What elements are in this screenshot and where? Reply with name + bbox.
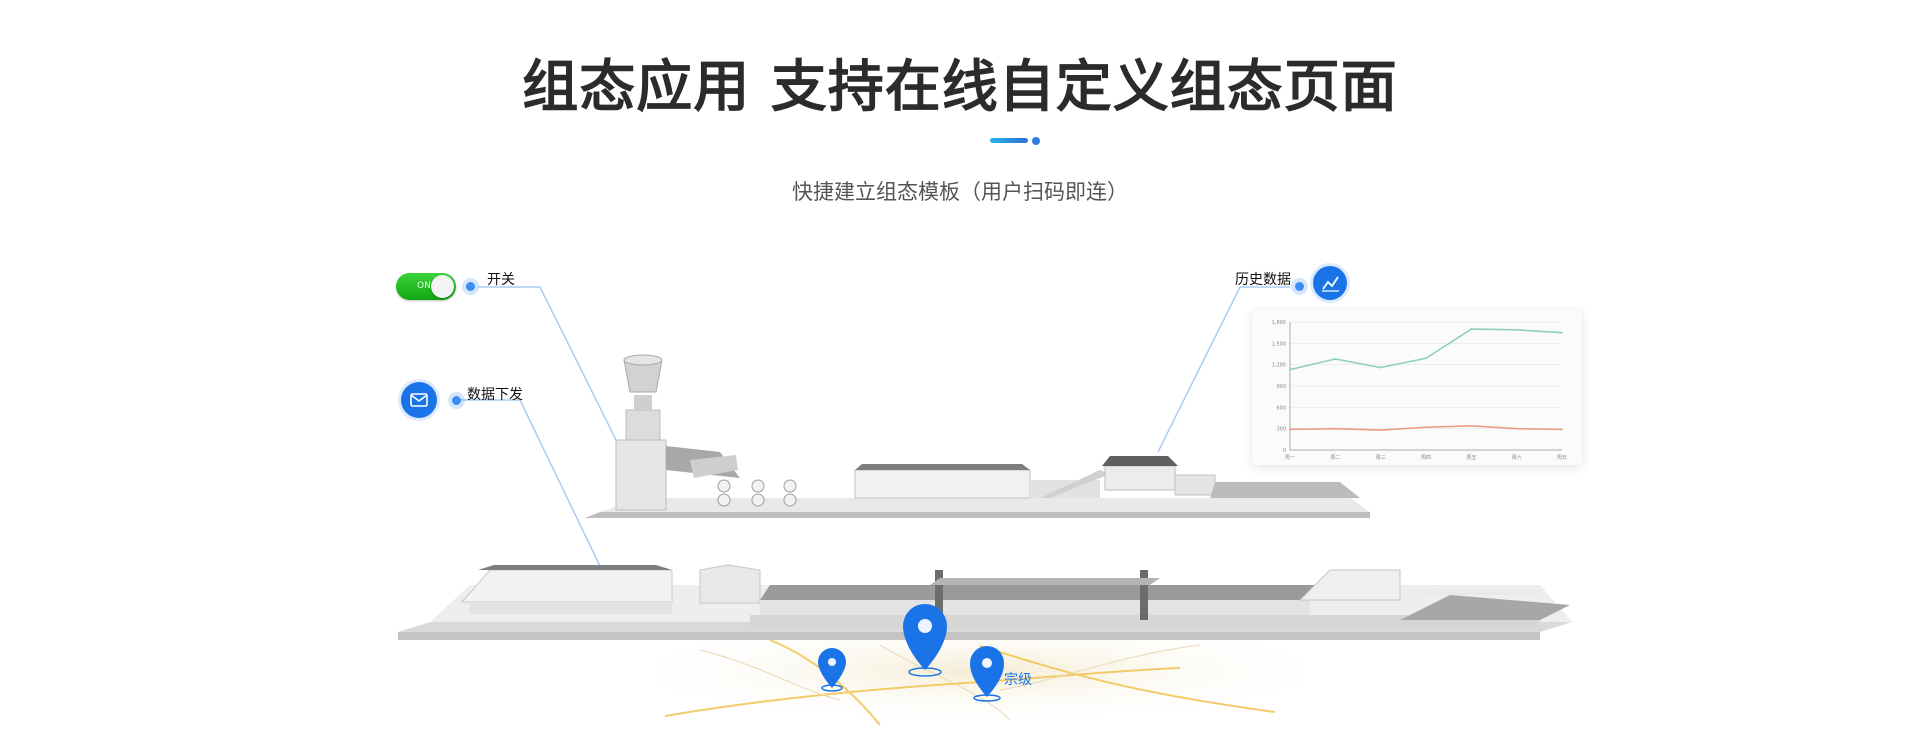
history-label: 历史数据 [1235,272,1291,288]
history-line-chart: 0 300 600 900 1,200 1,500 1,800 周一 周二 周三 周四 周五 周六 周日 [1272,320,1567,461]
line-chart-icon[interactable] [1313,266,1347,300]
map-pin-icon[interactable] [818,648,846,692]
x-tick-label: 周六 [1512,454,1522,461]
data-point [1515,427,1518,430]
page-subtitle: 快捷建立组态模板（用户扫码即连） [792,180,1128,204]
on-off-toggle[interactable]: ON [396,273,456,300]
data-point [1425,426,1427,429]
upper-platform [585,354,1370,518]
data-point [1561,428,1563,431]
history-anchor-dot [1295,282,1304,291]
x-tick-label: 周四 [1421,455,1431,461]
y-tick-label: 900 [1276,384,1286,390]
y-tick-label: 1,800 [1272,320,1286,326]
divider-bar [990,138,1028,143]
data-point [1379,429,1382,431]
y-tick-label: 300 [1276,427,1286,433]
data-point [1515,328,1518,331]
map-pin-icon[interactable] [903,604,947,677]
connector-lines [460,286,1290,567]
x-tick-label: 周五 [1466,455,1476,461]
toggle-knob [431,275,454,298]
x-tick-label: 周日 [1557,455,1567,461]
map-place-label: 宗级 [1004,672,1032,688]
x-tick-label: 周一 [1285,455,1295,461]
data-point [1425,357,1427,360]
y-tick-label: 600 [1276,405,1286,411]
data-point [1379,366,1382,369]
series-line-0 [1289,328,1563,371]
data-point [1334,427,1337,430]
x-tick-label: 周二 [1330,455,1340,461]
data-point [1289,368,1291,371]
y-tick-label: 1,200 [1272,363,1286,369]
issue-anchor-dot [452,396,461,405]
issue-label: 数据下发 [467,387,523,403]
send-data-icon[interactable] [401,382,437,418]
data-point [1470,424,1473,427]
x-tick-label: 周三 [1376,455,1386,461]
data-point [1561,331,1563,334]
history-chart-card: 0 300 600 900 1,200 1,500 1,800 周一 周二 周三 周四 周五 周六 周日 [1252,310,1582,465]
switch-label: 开关 [487,272,515,288]
divider-dot [1032,137,1040,145]
y-tick-label: 0 [1283,448,1286,454]
toggle-on-text: ON [417,281,431,291]
title-divider [990,137,1040,145]
map-pin-icon[interactable] [970,646,1004,702]
switch-anchor-dot [466,282,475,291]
page-title: 组态应用 支持在线自定义组态页面 [522,55,1398,120]
data-point [1334,358,1337,360]
lower-platform [398,564,1572,640]
y-tick-label: 1,500 [1272,341,1286,347]
data-point [1470,328,1473,331]
data-point [1289,428,1291,431]
